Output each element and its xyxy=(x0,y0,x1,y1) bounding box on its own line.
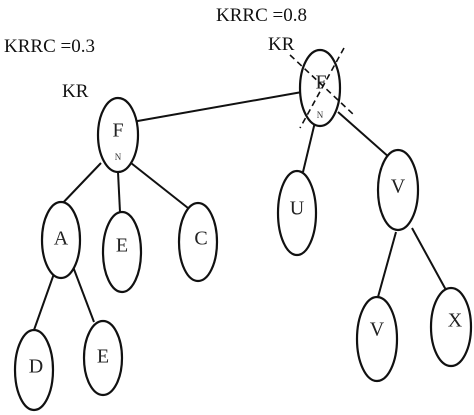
node-root-mark: N xyxy=(317,110,324,120)
node-D: D xyxy=(13,328,55,412)
right-kr-label: KR xyxy=(268,34,295,55)
node-V-label: V xyxy=(391,176,406,198)
edge-F-E xyxy=(117,171,121,213)
node-root: F N xyxy=(289,47,355,129)
node-E1: E xyxy=(101,210,143,294)
edge-root-V xyxy=(337,111,391,159)
right-krrc-label: KRRC =0.8 xyxy=(216,5,307,26)
node-D-label: D xyxy=(29,356,43,378)
node-F-label: F xyxy=(112,120,123,142)
node-A-label: A xyxy=(54,228,69,250)
node-F: F N xyxy=(96,96,140,174)
edge-F-C xyxy=(130,162,189,209)
node-X-label: X xyxy=(448,310,463,332)
edge-F-A xyxy=(57,162,102,209)
root-cross-line-2 xyxy=(299,47,345,129)
node-U-label: U xyxy=(290,198,305,220)
edge-V-V2 xyxy=(377,231,397,298)
root-cross-line-1 xyxy=(289,54,355,116)
edge-A-E2 xyxy=(71,263,95,323)
node-E1-label: E xyxy=(116,235,128,257)
node-X: X xyxy=(429,286,473,368)
node-F-mark: N xyxy=(115,152,122,162)
edge-A-D xyxy=(33,267,57,331)
left-kr-label: KR xyxy=(62,81,89,102)
node-A: A xyxy=(40,200,82,280)
node-U: U xyxy=(276,169,318,257)
node-V2: V xyxy=(355,295,399,383)
left-krrc-label: KRRC =0.3 xyxy=(4,36,95,57)
node-C-label: C xyxy=(194,228,207,250)
node-E2: E xyxy=(82,319,124,397)
node-C: C xyxy=(177,201,219,283)
node-V: V xyxy=(376,148,420,232)
edge-V-X xyxy=(411,227,447,291)
node-V2-label: V xyxy=(370,319,385,341)
node-E2-label: E xyxy=(97,346,109,368)
tree-edges xyxy=(33,91,447,331)
edge-root-U xyxy=(302,121,316,173)
node-root-label: F xyxy=(315,72,326,94)
edge-F-root xyxy=(131,91,303,123)
